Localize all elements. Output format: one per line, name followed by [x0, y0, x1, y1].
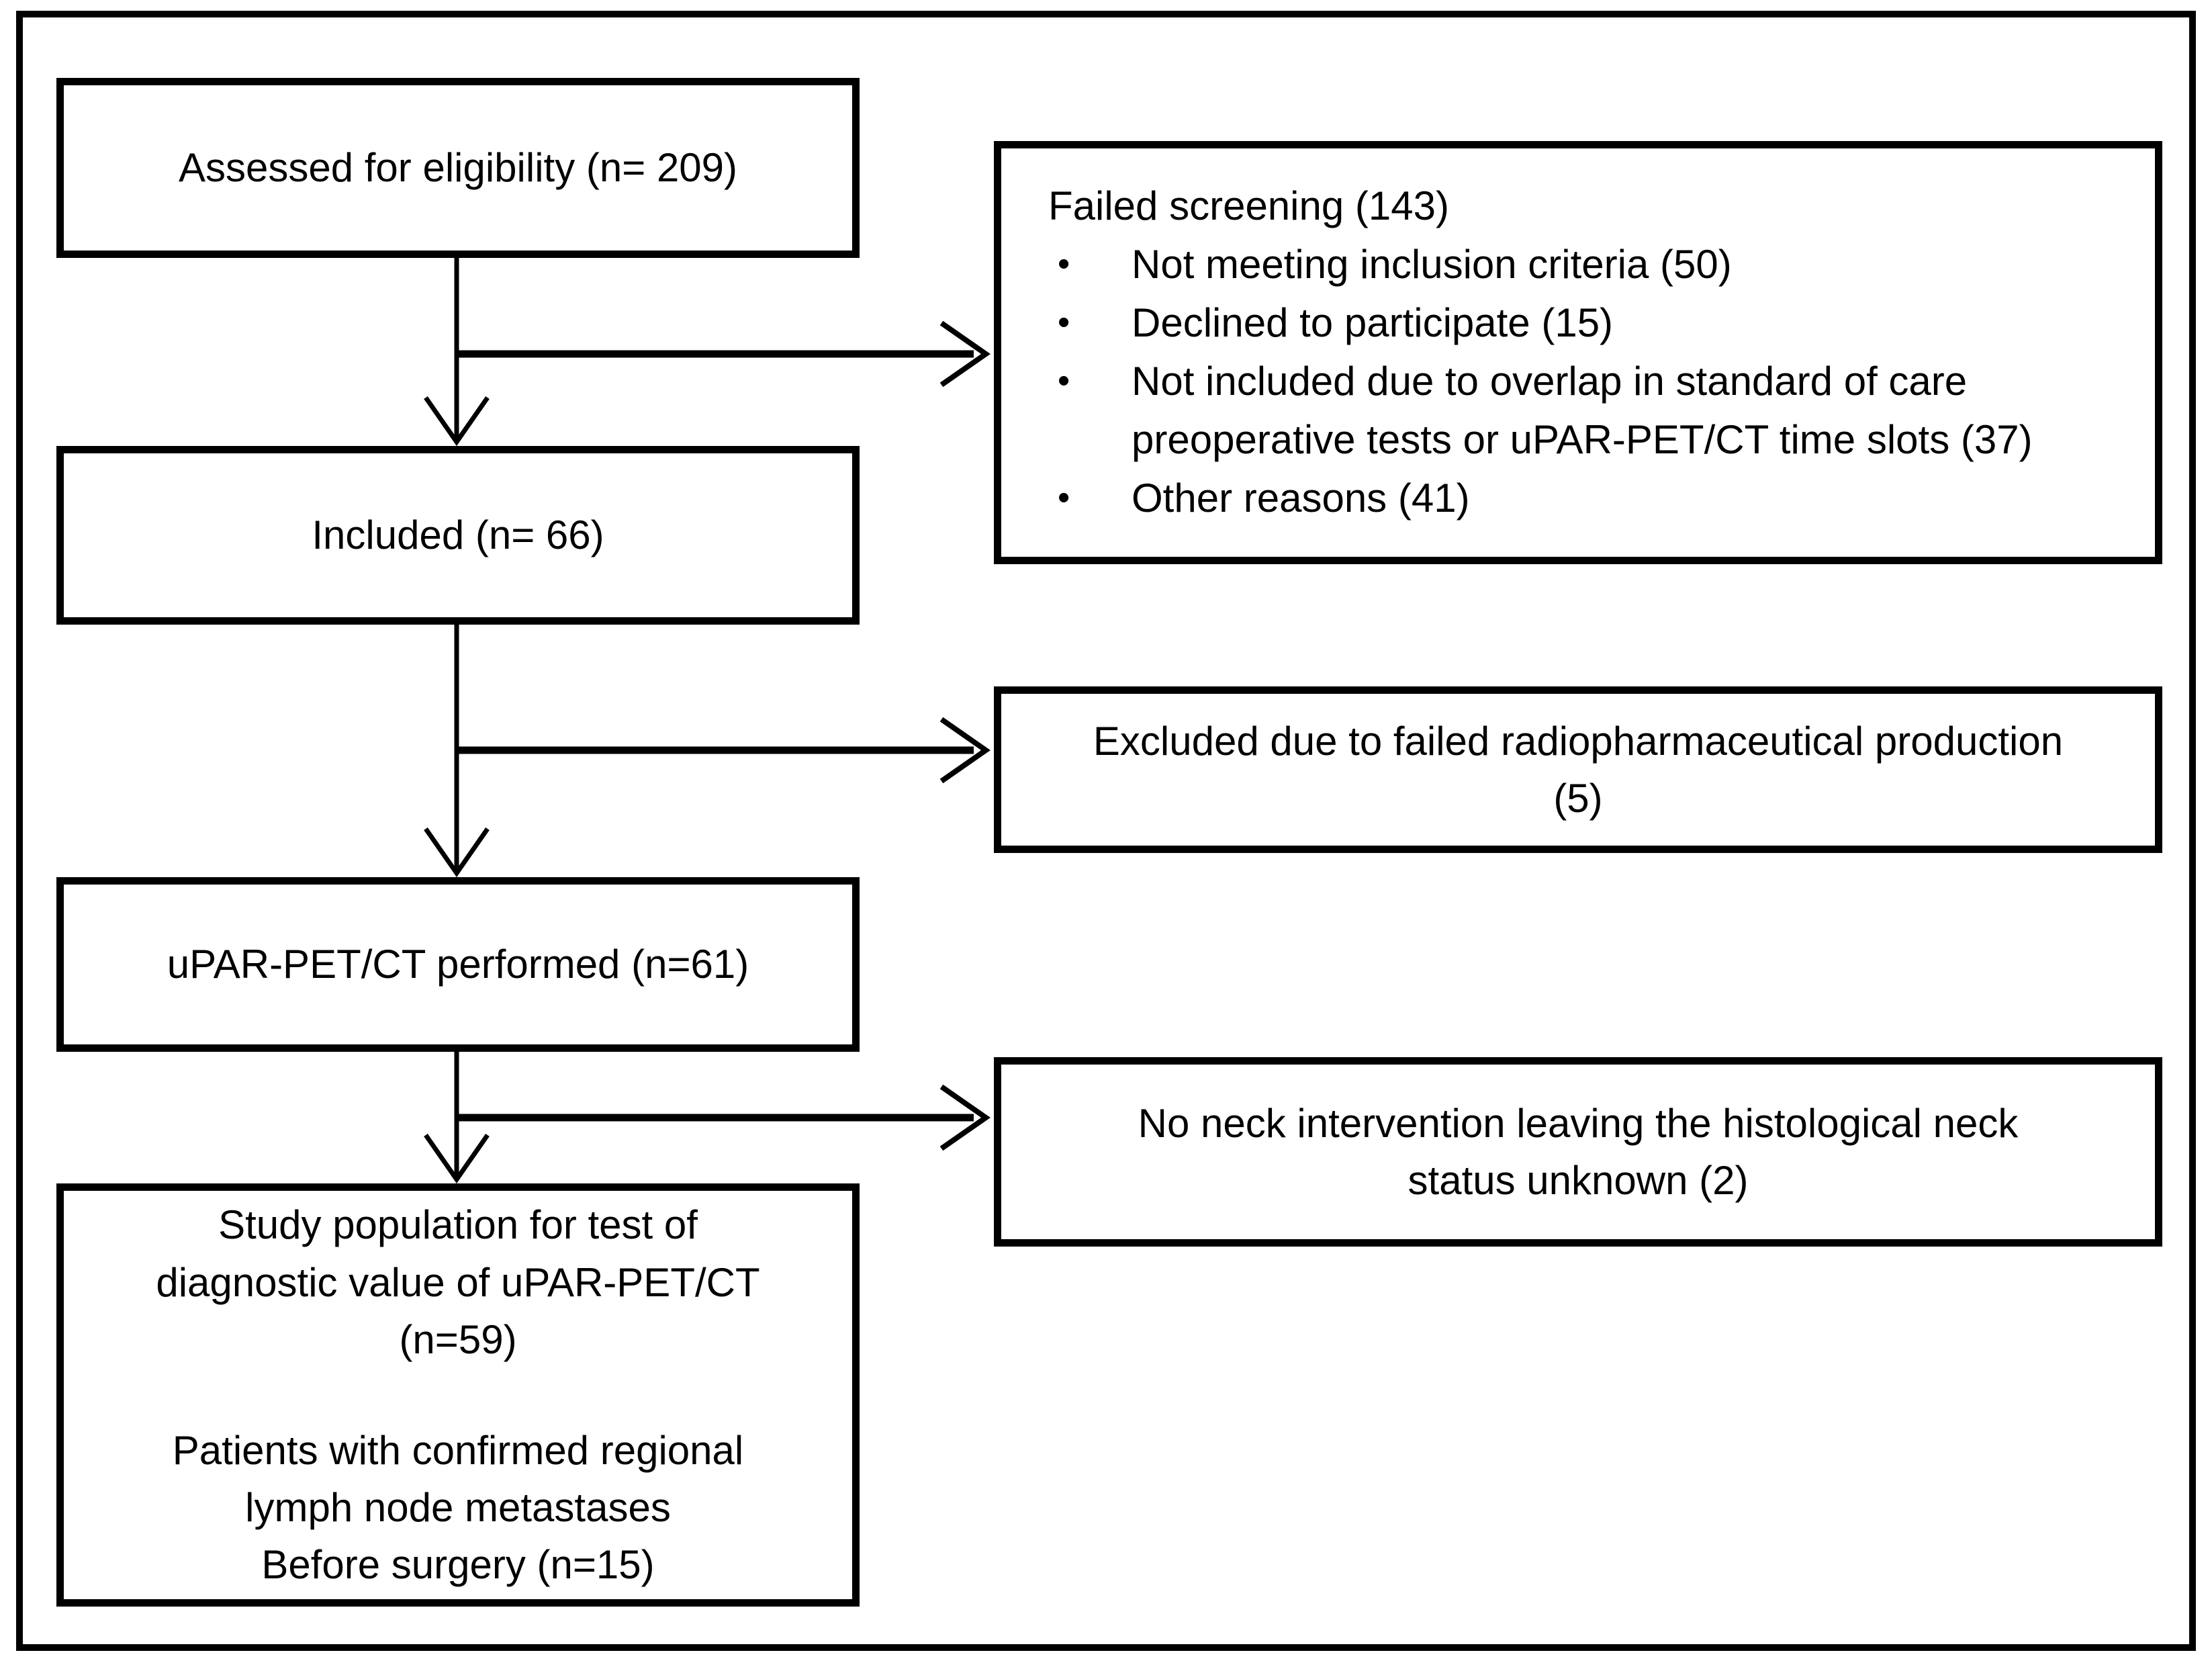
bullet-icon: •	[1058, 361, 1070, 400]
box-failed-screening: Failed screening (143) • Not meeting inc…	[994, 141, 2162, 564]
bullet-icon: •	[1058, 478, 1070, 517]
included-label: Included (n= 66)	[312, 512, 604, 558]
list-item: • Not included due to overlap in standar…	[1048, 352, 2128, 469]
list-item: • Declined to participate (15)	[1048, 294, 2128, 352]
failed-screening-title: Failed screening (143)	[1048, 183, 1449, 228]
box-study-population: Study population for test of diagnostic …	[56, 1183, 860, 1607]
list-item: • Not meeting inclusion criteria (50)	[1048, 235, 2128, 294]
failed-screening-item: Not meeting inclusion criteria (50)	[1132, 242, 1732, 287]
confirmed-metastases-label: Patients with confirmed regional lymph n…	[172, 1428, 744, 1588]
box-included: Included (n= 66)	[56, 446, 860, 625]
failed-screening-list: • Not meeting inclusion criteria (50) • …	[1048, 235, 2128, 527]
box-excluded-production: Excluded due to failed radiopharmaceutic…	[994, 686, 2162, 853]
failed-screening-item: Not included due to overlap in standard …	[1132, 359, 2033, 462]
study-population-label: Study population for test of diagnostic …	[156, 1202, 760, 1362]
upar-performed-label: uPAR-PET/CT performed (n=61)	[167, 942, 749, 987]
excluded-production-label: Excluded due to failed radiopharmaceutic…	[1093, 718, 2064, 821]
bullet-icon: •	[1058, 244, 1070, 283]
no-neck-intervention-label: No neck intervention leaving the histolo…	[1138, 1100, 2019, 1203]
bullet-icon: •	[1058, 303, 1070, 342]
box-assessed-eligibility: Assessed for eligibility (n= 209)	[56, 78, 860, 258]
failed-screening-item: Other reasons (41)	[1132, 476, 1470, 521]
failed-screening-item: Declined to participate (15)	[1132, 300, 1614, 345]
list-item: • Other reasons (41)	[1048, 469, 2128, 527]
box-upar-pet-ct-performed: uPAR-PET/CT performed (n=61)	[56, 877, 860, 1052]
assessed-eligibility-label: Assessed for eligibility (n= 209)	[178, 145, 738, 191]
box-no-neck-intervention: No neck intervention leaving the histolo…	[994, 1057, 2162, 1247]
